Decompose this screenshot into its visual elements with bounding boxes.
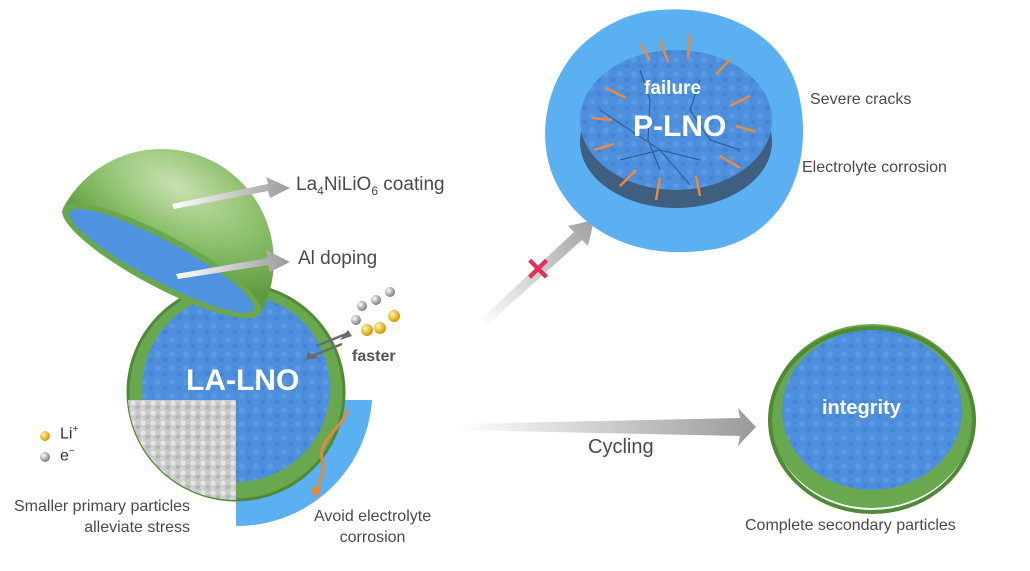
electron-ball	[371, 295, 381, 305]
corrosion-path-arrow	[314, 409, 350, 493]
li-ion-ball	[388, 310, 400, 322]
doping-arrow	[176, 250, 290, 279]
cycling-arrow	[458, 408, 756, 446]
severe-cracks-label: Severe cracks	[810, 91, 912, 108]
coating-cap	[62, 148, 274, 319]
complete-particles-caption: Complete secondary particles	[745, 517, 956, 534]
doping-label: Al doping	[298, 248, 378, 269]
failure-arrow	[480, 220, 594, 326]
li-ion-ball	[361, 324, 373, 336]
legend-li-ball	[40, 431, 50, 441]
failure-cross: ×	[526, 247, 549, 291]
faster-label: faster	[352, 348, 396, 365]
electron-ball	[357, 301, 367, 311]
p-lno-label: P-LNO	[633, 110, 727, 143]
corrosion-text: Avoid electrolyte corrosion	[314, 508, 432, 546]
electron-ball	[385, 287, 395, 297]
failure-label: failure	[644, 78, 702, 99]
cycling-label: Cycling	[588, 436, 654, 458]
primary-particles-text: Smaller primary particles alleviate stre…	[14, 498, 191, 536]
crack-lines	[599, 69, 741, 186]
coating-label: La4NiLiO6 coating	[296, 174, 445, 198]
coating-arrow	[172, 177, 290, 209]
legend-e: e−	[60, 446, 75, 465]
crack-arrows	[591, 33, 757, 201]
legend-e-ball	[40, 452, 50, 462]
legend-li: Li+	[60, 424, 79, 443]
la-lno-label: LA-LNO	[186, 364, 300, 397]
p-lno-face	[580, 50, 772, 190]
integrity-core	[782, 330, 962, 490]
electrolyte-corrosion-label: Electrolyte corrosion	[802, 159, 947, 176]
exchange-arrows	[306, 330, 352, 360]
li-ion-ball	[374, 322, 386, 334]
primary-particles-section	[128, 400, 236, 501]
integrity-label: integrity	[822, 397, 901, 419]
electron-ball	[351, 315, 361, 325]
